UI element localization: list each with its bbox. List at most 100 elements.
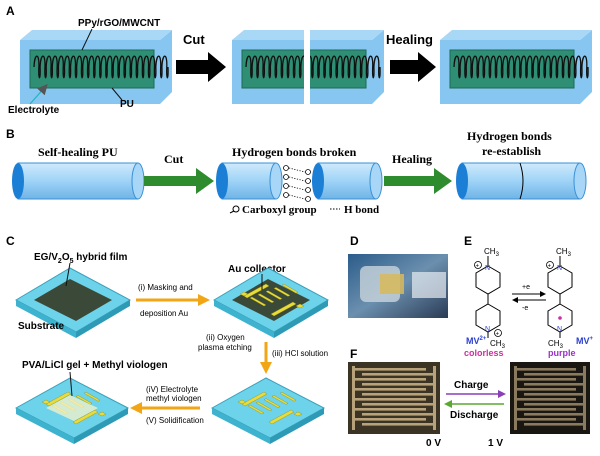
voltage-1v: 1 V — [488, 438, 503, 449]
electrode-finger — [354, 418, 426, 421]
carboxyl-glyph — [305, 169, 311, 175]
au-finger — [271, 395, 289, 405]
au-finger — [281, 283, 299, 294]
tube-intact — [12, 162, 145, 200]
electrode-finger — [362, 413, 434, 416]
cut-gap — [304, 26, 310, 108]
healed-seam — [519, 162, 524, 200]
electrode-busbar — [433, 366, 436, 430]
step2-line1: (ii) Oxygen — [206, 333, 245, 342]
substrate-edge — [274, 300, 328, 338]
panel-a: A PPy/rGO/MWCNT Electrolyte PU Cut Heali… — [6, 4, 592, 116]
au-interdigital-electrode — [239, 283, 305, 317]
step1-arrowhead — [198, 294, 210, 306]
self-healing-label: Self-healing PU — [38, 145, 118, 159]
film-label: EG/V2O5 hybrid film — [34, 252, 128, 265]
au-finger — [237, 399, 247, 405]
healing-arrow-a — [390, 52, 436, 82]
au-finger — [295, 303, 305, 309]
carboxyl-legend: Carboxyl group H bond — [229, 204, 379, 216]
n-atom: N — [557, 265, 562, 272]
etched-block — [210, 377, 326, 444]
step3-label: (iii) HCl solution — [272, 349, 328, 358]
plus-e-label: +e — [522, 284, 530, 291]
panel-f-letter: F — [350, 347, 357, 361]
charge-plus — [546, 261, 554, 269]
material-pointer — [81, 28, 93, 51]
panel-d-letter: D — [350, 234, 359, 248]
au-finger — [97, 411, 107, 417]
au-finger — [265, 290, 283, 300]
au-finger — [263, 398, 281, 408]
au-finger — [268, 409, 295, 425]
au-finger — [279, 391, 297, 402]
electrode-finger — [524, 383, 584, 386]
electrode-finger — [524, 393, 584, 396]
electrode-busbar — [352, 366, 355, 430]
mv2-molecule: CH3 + N N + CH3 — [474, 247, 506, 350]
carboxyl-glyph — [283, 183, 289, 189]
carboxyl-icon-stem — [229, 210, 235, 214]
electrode-fingers-1v — [514, 366, 586, 430]
hbond-glyph — [288, 194, 306, 200]
voltage-0v: 0 V — [426, 438, 441, 449]
reestablish-line1: Hydrogen bonds — [467, 129, 552, 143]
pu-pointer — [111, 87, 123, 101]
electrode-finger — [362, 393, 434, 396]
step1-line1: (i) Masking and — [138, 283, 193, 292]
healing-label-a: Healing — [386, 32, 433, 47]
charge-arrowhead — [498, 390, 506, 398]
ch3-top: CH3 — [556, 247, 572, 258]
electrode-finger — [354, 368, 426, 371]
electrode-finger — [362, 403, 434, 406]
tube-end — [12, 163, 24, 199]
carboxyl-glyph — [305, 187, 311, 193]
au-finger — [239, 291, 249, 297]
carboxyl-glyph — [305, 178, 311, 184]
substrate-edge — [76, 300, 130, 338]
hybrid-film — [34, 279, 112, 321]
oxidation-arrowhead — [512, 297, 518, 303]
substrate-edge — [212, 408, 270, 444]
electrolyte-label: Electrolyte — [8, 105, 60, 116]
pu-label: PU — [120, 99, 134, 110]
reduction-arrowhead — [540, 291, 546, 297]
tube-healed — [456, 162, 587, 200]
au-collector-block — [212, 267, 330, 338]
mv-radical-molecule: CH3 + N N CH3 — [546, 247, 573, 350]
ppy-coil — [245, 55, 381, 79]
electrode-finger — [516, 418, 576, 421]
tube-end — [573, 162, 587, 200]
radical-dot — [558, 316, 562, 320]
au-finger — [249, 296, 267, 307]
panel-c: C EG/V2O5 hybrid film Substrate (i) Mask… — [6, 234, 330, 444]
cut-label-a: Cut — [183, 32, 205, 47]
au-finger — [255, 401, 273, 412]
panel-b-letter: B — [6, 127, 15, 141]
device-photo-electrode — [380, 274, 404, 294]
tube-end — [216, 163, 228, 199]
au-finger — [293, 411, 303, 417]
electrolyte-pointer — [29, 84, 48, 105]
step5-label: (V) Solidification — [146, 416, 204, 425]
purple-label: purple — [548, 348, 576, 358]
substrate-film-block — [14, 267, 132, 338]
broken-label: Hydrogen bonds broken — [232, 145, 357, 159]
au-finger — [83, 391, 101, 402]
ppy-coil — [33, 55, 169, 79]
electrode-busbar — [514, 366, 517, 430]
n-atom: N — [485, 265, 490, 272]
pu-tube — [461, 162, 581, 200]
step45-arrowhead — [130, 402, 142, 414]
electrode-finger — [516, 378, 576, 381]
n-atom: N — [485, 326, 490, 333]
gel-label: PVA/LiCl gel + Methyl viologen — [22, 360, 168, 371]
cut-arrow-a — [176, 52, 226, 82]
carboxyl-glyph — [283, 165, 289, 171]
hbond-glyph — [288, 185, 306, 191]
device-intact — [20, 30, 172, 104]
plus-sign: + — [548, 264, 552, 270]
au-finger — [41, 399, 51, 405]
material-label: PPy/rGO/MWCNT — [78, 18, 160, 29]
carboxyl-glyph — [305, 196, 311, 202]
